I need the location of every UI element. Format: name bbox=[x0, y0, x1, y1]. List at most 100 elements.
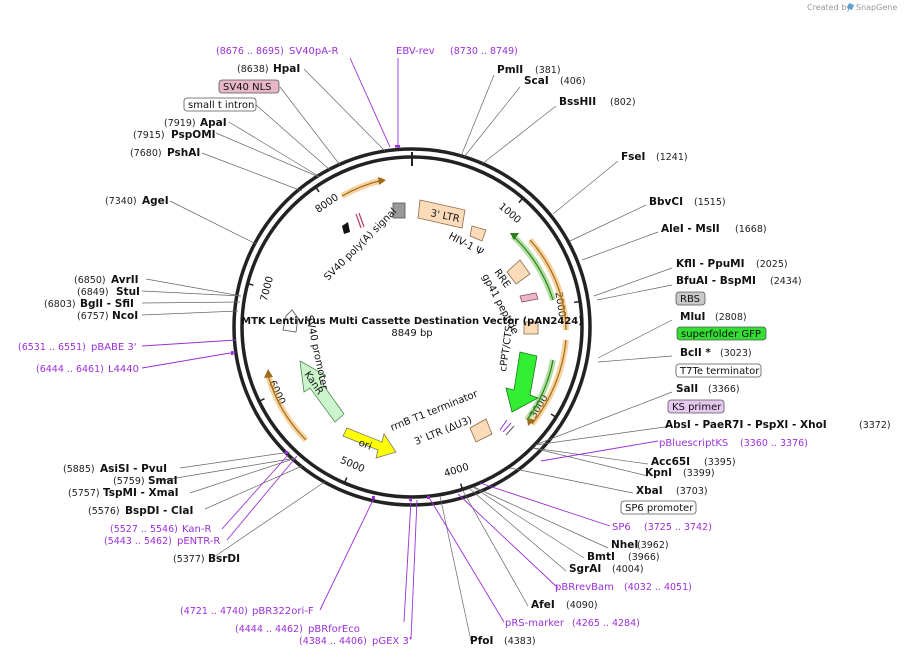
primer-name[interactable]: Kan-R bbox=[182, 524, 211, 535]
svg-text:T7Te terminator: T7Te terminator bbox=[679, 366, 760, 377]
primer-range: (5443 .. 5462) bbox=[104, 536, 172, 547]
enzyme-name[interactable]: BglI - SfiI bbox=[80, 298, 134, 310]
svg-text:RBS: RBS bbox=[680, 294, 700, 305]
scale-tick-mark bbox=[314, 186, 320, 193]
scale-tick-label: 8000 bbox=[314, 192, 341, 215]
plasmid-size: 8849 bp bbox=[391, 328, 432, 339]
feature-box-t7te-terminator[interactable]: T7Te terminator bbox=[675, 363, 762, 378]
feature-box-ks-primer[interactable]: KS primer bbox=[667, 399, 725, 414]
enzyme-name[interactable]: AsiSI - PvuI bbox=[100, 463, 167, 475]
primer-name[interactable]: EBV-rev bbox=[396, 46, 435, 57]
ori-label: ori bbox=[357, 438, 373, 453]
enzyme-name[interactable]: MluI bbox=[680, 311, 705, 323]
leader-lines bbox=[141, 68, 673, 642]
enzyme-name[interactable]: BmtI bbox=[587, 551, 615, 563]
enzyme-name[interactable]: ScaI bbox=[524, 75, 549, 87]
enzyme-name[interactable]: BsrDI bbox=[208, 553, 240, 565]
enzyme-name[interactable]: SalI bbox=[676, 383, 698, 395]
enzyme-name[interactable]: PspOMI bbox=[171, 129, 216, 141]
enzyme-name[interactable]: ApaI bbox=[200, 117, 227, 129]
enzyme-pos: (3399) bbox=[683, 468, 715, 479]
enzyme-name[interactable]: AbsI - PaeR7I - PspXI - XhoI bbox=[665, 419, 827, 431]
primer-name[interactable]: pRS-marker bbox=[505, 618, 565, 629]
enzyme-name[interactable]: SmaI bbox=[148, 475, 178, 487]
boxed-feature-labels: SV40 NLS small t intron RBS superfolder … bbox=[183, 79, 767, 515]
enzyme-name[interactable]: BspDI - ClaI bbox=[125, 505, 193, 517]
primer-range: (6531 .. 6551) bbox=[18, 342, 86, 353]
primer-name[interactable]: SV40pA-R bbox=[289, 46, 338, 57]
primer-name[interactable]: pGEX 3' bbox=[372, 636, 412, 647]
enzyme-name[interactable]: FseI bbox=[621, 151, 645, 163]
scale-tick-mark bbox=[343, 477, 348, 484]
enzyme-name[interactable]: BssHII bbox=[559, 96, 596, 108]
primer-name[interactable]: pBRrevBam bbox=[555, 582, 614, 593]
enzyme-name[interactable]: NheI bbox=[611, 539, 638, 551]
enzyme-name[interactable]: AfeI bbox=[531, 599, 555, 611]
scale-tick-mark bbox=[518, 197, 524, 204]
scale-tick-mark bbox=[550, 413, 557, 418]
enzyme-name[interactable]: SgrAI bbox=[569, 563, 601, 575]
enzyme-name[interactable]: PmlI bbox=[497, 64, 523, 76]
enzyme-pos: (4090) bbox=[566, 600, 598, 611]
feature-box-small-t-intron[interactable]: small t intron bbox=[183, 97, 257, 112]
primer-range: (8730 .. 8749) bbox=[450, 46, 518, 57]
enzyme-name[interactable]: StuI bbox=[116, 286, 140, 298]
enzyme-name[interactable]: Acc65I bbox=[651, 456, 690, 468]
svg-text:SP6 promoter: SP6 promoter bbox=[625, 503, 694, 514]
svg-text:SV40 NLS: SV40 NLS bbox=[223, 82, 272, 93]
snapgene-logo-icon bbox=[847, 3, 854, 10]
enzyme-pos: (3395) bbox=[704, 457, 736, 468]
plasmid-title: MTK Lentivirus Multi Cassette Destinatio… bbox=[241, 316, 583, 327]
enzyme-pos: (7919) bbox=[164, 118, 196, 129]
feature-arc-right-orange bbox=[527, 237, 569, 331]
primer-name[interactable]: pBABE 3' bbox=[91, 342, 137, 353]
primer-markers bbox=[231, 145, 430, 501]
primer-name[interactable]: SP6 bbox=[612, 522, 631, 533]
enzyme-name[interactable]: PshAI bbox=[167, 147, 200, 159]
feature-box-sp6-promoter[interactable]: SP6 promoter bbox=[620, 500, 697, 515]
enzyme-pos: (5759) bbox=[113, 476, 145, 487]
enzyme-pos: (2434) bbox=[770, 276, 802, 287]
primer-name[interactable]: pBRforEco bbox=[308, 624, 360, 635]
enzyme-name[interactable]: AleI - MslI bbox=[661, 223, 720, 235]
enzyme-name[interactable]: BclI * bbox=[680, 347, 711, 359]
enzyme-name[interactable]: KflI - PpuMI bbox=[676, 258, 745, 270]
enzyme-pos: (6757) bbox=[77, 311, 109, 322]
enzyme-name[interactable]: AvrII bbox=[111, 274, 139, 286]
enzyme-name[interactable]: AgeI bbox=[142, 195, 169, 207]
enzyme-pos: (3966) bbox=[628, 552, 660, 563]
feature-kanr-arrow: KanR bbox=[299, 360, 345, 423]
primer-range: (3725 .. 3742) bbox=[644, 522, 712, 533]
enzyme-name[interactable]: BbvCI bbox=[649, 196, 683, 208]
enzyme-pos: (5576) bbox=[88, 506, 120, 517]
scale-tick-mark bbox=[258, 397, 265, 402]
enzyme-name[interactable]: HpaI bbox=[273, 63, 300, 75]
enzyme-name[interactable]: NcoI bbox=[112, 310, 138, 322]
enzyme-name[interactable]: PfoI bbox=[470, 635, 493, 647]
primer-range: (4384 .. 4406) bbox=[299, 636, 367, 647]
feature-box-sv40-nls[interactable]: SV40 NLS bbox=[218, 79, 280, 94]
primer-name[interactable]: pBR322ori-F bbox=[252, 606, 314, 617]
scale-tick-mark bbox=[459, 483, 464, 490]
feature-box-superfolder-gfp[interactable]: superfolder GFP bbox=[676, 326, 767, 341]
enzyme-name[interactable]: TspMI - XmaI bbox=[103, 487, 179, 499]
enzyme-pos: (3703) bbox=[676, 486, 708, 497]
feature-arc-top-left bbox=[340, 177, 386, 199]
primer-name[interactable]: pENTR-R bbox=[177, 536, 220, 547]
primer-name[interactable]: pBluescriptKS bbox=[659, 438, 728, 449]
feature-arc-right-green bbox=[510, 233, 556, 301]
enzyme-pos: (5757) bbox=[68, 488, 100, 499]
snapgene-brand: SnapGene bbox=[856, 3, 897, 12]
feature-ori-arrow: ori bbox=[342, 427, 397, 459]
enzyme-name[interactable]: KpnI bbox=[645, 467, 672, 479]
enzyme-pos: (7340) bbox=[105, 196, 137, 207]
enzyme-name[interactable]: BfuAI - BspMI bbox=[676, 275, 756, 287]
enzyme-pos: (6849) bbox=[77, 287, 109, 298]
feature-arc-right-lower bbox=[524, 339, 569, 426]
primer-range: (4032 .. 4051) bbox=[624, 582, 692, 593]
feature-box-rbs[interactable]: RBS bbox=[675, 291, 706, 306]
enzyme-pos: (8638) bbox=[237, 64, 269, 75]
enzyme-name[interactable]: XbaI bbox=[636, 485, 663, 497]
feature-small-marks-right bbox=[499, 419, 515, 436]
primer-name[interactable]: L4440 bbox=[108, 364, 139, 375]
